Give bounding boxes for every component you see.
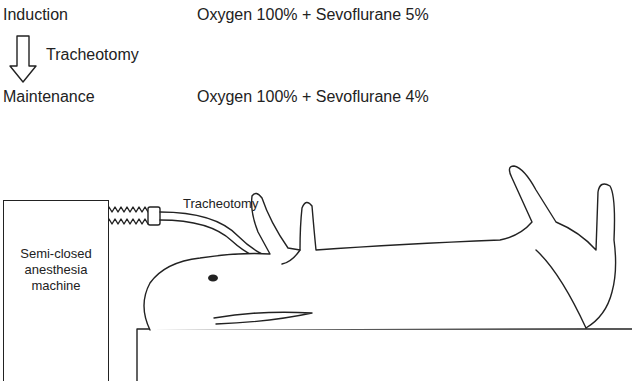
gas-label: Oxygen 100% + Sevoflurane 4% bbox=[197, 88, 429, 106]
step-label: Tracheotomy bbox=[46, 46, 139, 64]
gas-label: Oxygen 100% + Sevoflurane 5% bbox=[197, 6, 429, 24]
rabbit-eye bbox=[208, 275, 218, 282]
tracheal-tube bbox=[160, 220, 258, 258]
rabbit-body bbox=[144, 166, 616, 330]
corrugated-hose bbox=[106, 219, 148, 224]
step-label: Tracheotomy bbox=[183, 197, 258, 212]
rabbit-leg bbox=[536, 250, 586, 328]
process-arrow bbox=[10, 36, 36, 82]
rabbit-ear bbox=[214, 312, 312, 324]
machine-label: Semi-closed anesthesia machine bbox=[12, 246, 100, 295]
corrugated-hose bbox=[106, 207, 148, 212]
anesthesia-machine: Semi-closed anesthesia machine bbox=[3, 200, 109, 381]
rabbit-leg bbox=[282, 250, 300, 264]
tube-connector bbox=[148, 207, 160, 225]
phase-label: Maintenance bbox=[3, 88, 95, 106]
phase-label: Induction bbox=[3, 6, 68, 24]
tracheal-tube bbox=[160, 212, 262, 254]
table bbox=[137, 329, 632, 381]
